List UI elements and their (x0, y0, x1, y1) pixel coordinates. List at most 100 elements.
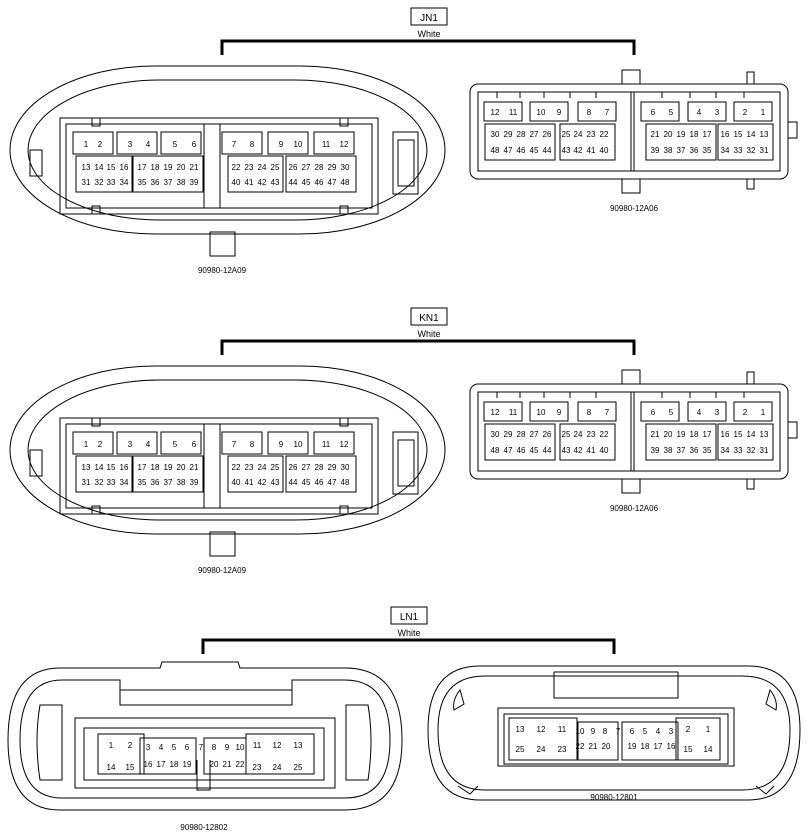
pin-label: 9 (279, 140, 284, 149)
pin-label: 17 (703, 430, 712, 439)
pin-label: 17 (157, 760, 166, 769)
pin-label: 37 (164, 178, 173, 187)
part-number-label: 90980-12A06 (610, 204, 659, 213)
pin-label: 43 (271, 178, 280, 187)
pin-label: 1 (84, 140, 89, 149)
pin-label: 32 (747, 446, 756, 455)
connector-right-housing (469, 369, 798, 494)
pin-label: 37 (677, 146, 686, 155)
pin-label: 20 (664, 130, 673, 139)
pin-label: 20 (602, 742, 611, 751)
pin-label: 45 (302, 178, 311, 187)
pin-label: 30 (491, 130, 500, 139)
pin-label: 39 (190, 478, 199, 487)
pin-label: 18 (170, 760, 179, 769)
pin-label: 6 (651, 108, 656, 117)
pin-label: 14 (704, 745, 713, 754)
pin-label: 10 (537, 408, 546, 417)
pin-label: 43 (271, 478, 280, 487)
pin-label: 15 (126, 763, 135, 772)
pin-label: 13 (82, 463, 91, 472)
pin-label: 37 (164, 478, 173, 487)
pin-grid-right: 13 12 11 10 9 8 7 6 5 4 3 2 1 25 24 23 2… (508, 717, 721, 761)
pin-label: 30 (491, 430, 500, 439)
pin-label: 16 (721, 430, 730, 439)
pin-label: 15 (734, 130, 743, 139)
pin-label: 20 (210, 760, 219, 769)
pin-label: 5 (173, 140, 178, 149)
connector-right-housing (427, 665, 801, 801)
pin-label: 25 (294, 763, 303, 772)
pin-label: 44 (289, 178, 298, 187)
pin-label: 21 (223, 760, 232, 769)
pin-label: 18 (641, 742, 650, 751)
pin-label: 13 (294, 741, 303, 750)
pin-label: 24 (273, 763, 282, 772)
pin-label: 38 (664, 446, 673, 455)
pin-label: 35 (138, 178, 147, 187)
pin-label: 11 (322, 140, 331, 149)
pin-label: 46 (315, 178, 324, 187)
pin-label: 22 (236, 760, 245, 769)
pin-label: 40 (600, 446, 609, 455)
pin-label: 42 (574, 146, 583, 155)
pin-label: 3 (128, 440, 133, 449)
pin-label: 31 (82, 178, 91, 187)
pin-label: 5 (643, 727, 648, 736)
pin-label: 10 (576, 727, 585, 736)
pin-label: 13 (516, 725, 525, 734)
pin-label: 25 (516, 745, 525, 754)
pin-label: 43 (562, 146, 571, 155)
pin-label: 2 (128, 741, 133, 750)
pin-label: 45 (530, 146, 539, 155)
pin-label: 29 (328, 163, 337, 172)
pin-label: 19 (628, 742, 637, 751)
pin-label: 12 (491, 108, 500, 117)
pin-label: 23 (245, 163, 254, 172)
pin-label: 34 (721, 446, 730, 455)
pin-label: 11 (509, 408, 518, 417)
pin-label: 1 (706, 725, 711, 734)
pin-label: 47 (328, 178, 337, 187)
pin-label: 1 (109, 741, 114, 750)
connector-group-ln1: LN1 White 1 2 3 4 5 6 (7, 606, 801, 832)
pin-label: 4 (697, 108, 702, 117)
pin-label: 7 (605, 408, 610, 417)
pin-label: 29 (504, 130, 513, 139)
pin-label: 35 (703, 146, 712, 155)
pin-grid-left: 1 2 3 4 5 6 7 8 9 10 11 12 13 14 15 16 1… (97, 733, 315, 775)
pin-label: 4 (146, 440, 151, 449)
pin-label: 10 (537, 108, 546, 117)
group-label-box (390, 606, 428, 625)
pin-label: 42 (258, 478, 267, 487)
pin-label: 2 (743, 108, 748, 117)
pin-label: 22 (232, 463, 241, 472)
pin-label: 32 (95, 178, 104, 187)
pin-label: 33 (107, 478, 116, 487)
pin-label: 31 (760, 446, 769, 455)
pin-label: 17 (138, 463, 147, 472)
pin-label: 17 (703, 130, 712, 139)
pin-label: 14 (747, 430, 756, 439)
pin-label: 17 (654, 742, 663, 751)
pin-label: 12 (340, 440, 349, 449)
pin-label: 7 (616, 727, 621, 736)
pin-label: 5 (173, 440, 178, 449)
pin-label: 16 (667, 742, 676, 751)
pin-label: 45 (302, 478, 311, 487)
pin-label: 30 (341, 463, 350, 472)
pin-label: 21 (651, 130, 660, 139)
pin-label: 25 (271, 463, 280, 472)
pin-label: 3 (715, 108, 720, 117)
pin-label: 11 (509, 108, 518, 117)
pin-label: 4 (656, 727, 661, 736)
pin-label: 34 (721, 146, 730, 155)
pin-label: 48 (341, 178, 350, 187)
pin-label: 2 (743, 408, 748, 417)
pin-label: 21 (651, 430, 660, 439)
pin-label: 23 (587, 430, 596, 439)
pin-label: 21 (589, 742, 598, 751)
pin-label: 3 (669, 727, 674, 736)
pin-label: 18 (151, 163, 160, 172)
